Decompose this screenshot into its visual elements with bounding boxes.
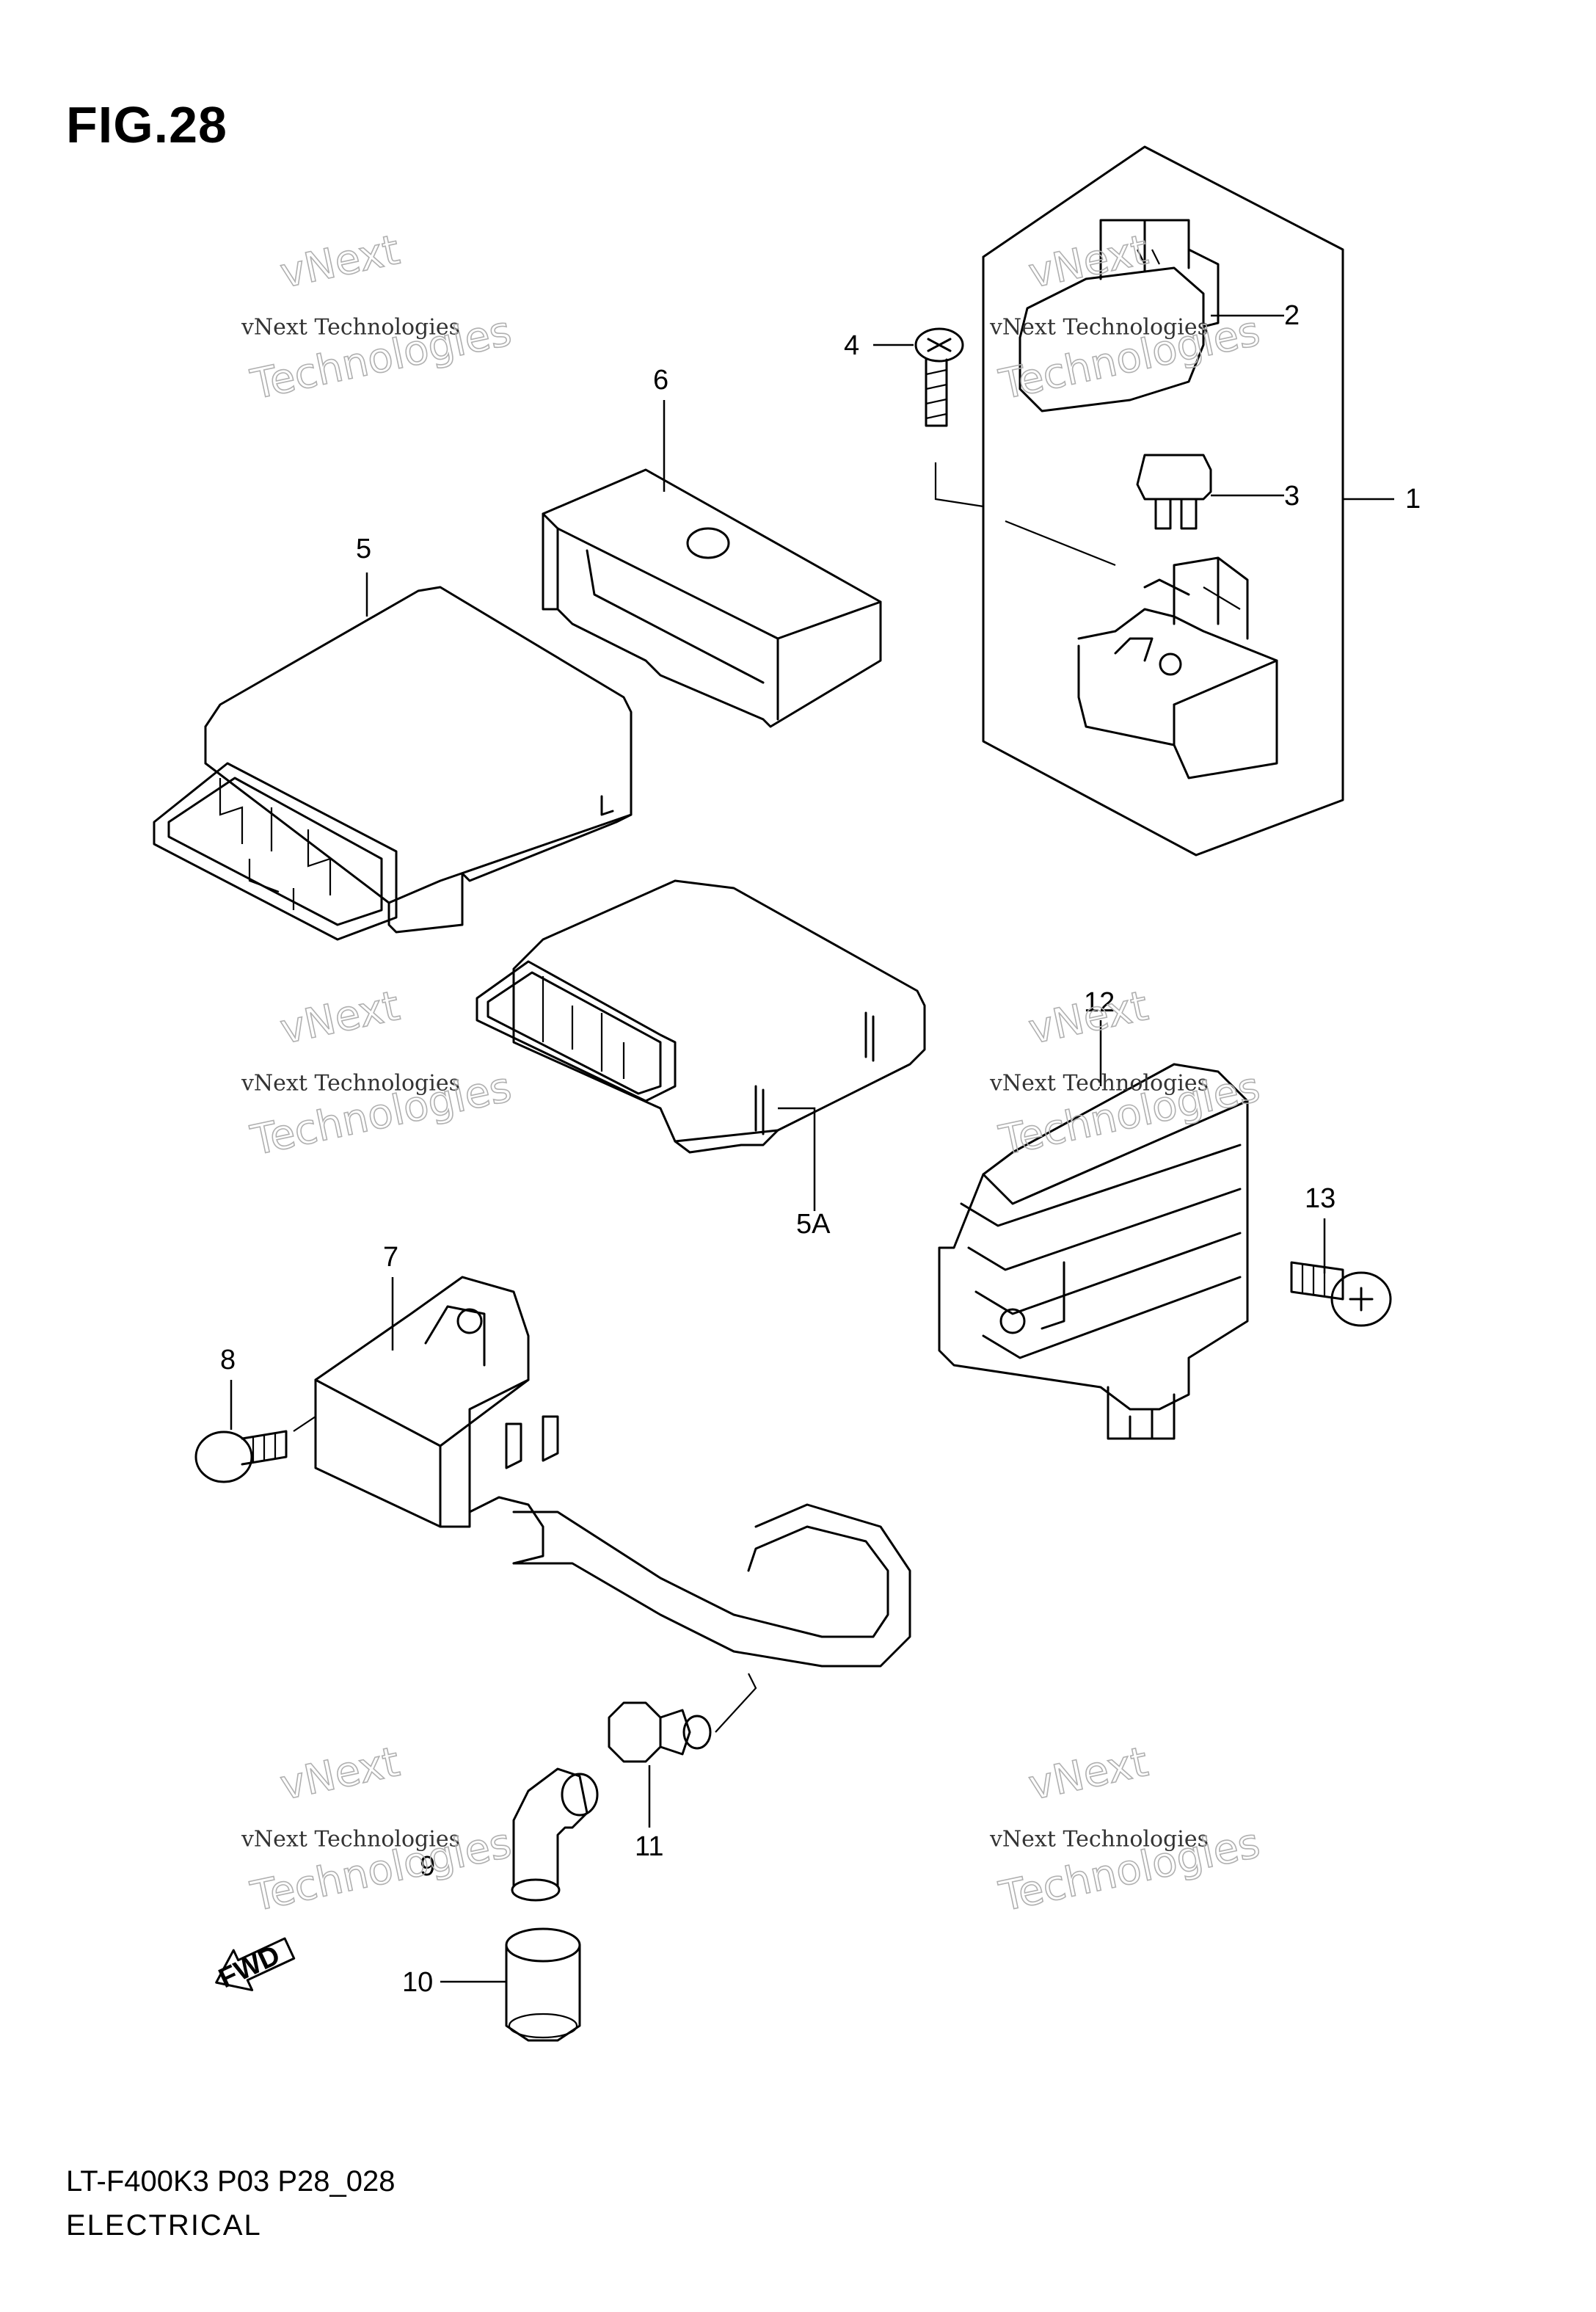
watermark-big-word1: vNext [1024,226,1152,298]
callout-9: 9 [420,1851,435,1882]
relay-screw-guide-line [934,462,1116,567]
boot-part-10 [505,1927,581,2042]
figure-title: FIG.28 [66,96,227,153]
watermark-line: vNext Technologies [241,314,460,340]
callout-1: 1 [1405,484,1421,515]
callout-5: 5 [356,534,371,564]
watermark-big-word1: vNext [276,226,404,298]
callout-13: 13 [1305,1183,1336,1214]
footer-section-name: ELECTRICAL [66,2209,262,2242]
watermark-top-right: vNext vNext Technologies Technologies [989,225,1264,410]
callout-6: 6 [653,365,668,396]
watermark-big-word1: vNext [276,982,404,1054]
relay-assembly-bracket [982,145,1344,857]
watermark-top-left: vNext vNext Technologies Technologies [241,225,516,410]
watermark-big-word1: vNext [1024,1738,1152,1810]
screw-part-4 [914,327,964,427]
bolt-part-8 [194,1416,316,1483]
callout-5a: 5A [796,1209,831,1240]
callout-8: 8 [220,1345,236,1375]
callout-2: 2 [1284,300,1300,331]
watermark-mid-right: vNext vNext Technologies Technologies [989,981,1264,1166]
starter-relay-body [1077,556,1278,779]
footer-model-code: LT-F400K3 P03 P28_028 [66,2165,396,2198]
watermark-big-word1: vNext [276,1738,404,1810]
spark-plug-cap-part-9 [511,1767,599,1902]
callout-10: 10 [402,1967,433,1998]
watermark-bottom-right: vNext vNext Technologies Technologies [989,1737,1264,1922]
forward-direction-arrow-icon: FWD [214,1937,296,1994]
callout-7: 7 [383,1242,398,1273]
watermark-line: vNext Technologies [989,1826,1209,1852]
callout-11: 11 [635,1831,663,1862]
watermark-line: vNext Technologies [241,1826,460,1852]
relay-cap-part-2 [1019,219,1220,412]
watermark-line: vNext Technologies [241,1070,460,1096]
connector-part-11 [608,1673,757,1763]
watermark-bottom-left: vNext vNext Technologies Technologies [241,1737,516,1922]
bolt-part-13 [1290,1261,1392,1327]
callout-4: 4 [844,330,859,361]
watermark-line: vNext Technologies [989,314,1209,340]
watermark-big-word1: vNext [1024,982,1152,1054]
regulator-part-12 [938,1063,1249,1440]
callout-3: 3 [1284,481,1300,512]
cdi-unit-part-5 [153,586,633,941]
cdi-unit-part-5a [475,879,926,1154]
leader-5a [778,1107,816,1211]
watermark-line: vNext Technologies [989,1070,1209,1096]
callout-12: 12 [1084,987,1115,1018]
ignition-coil-part-7 [314,1276,911,1668]
fuse-part-3 [1136,454,1212,530]
cover-part-6 [542,468,882,728]
watermark-mid-left: vNext vNext Technologies Technologies [241,981,516,1166]
